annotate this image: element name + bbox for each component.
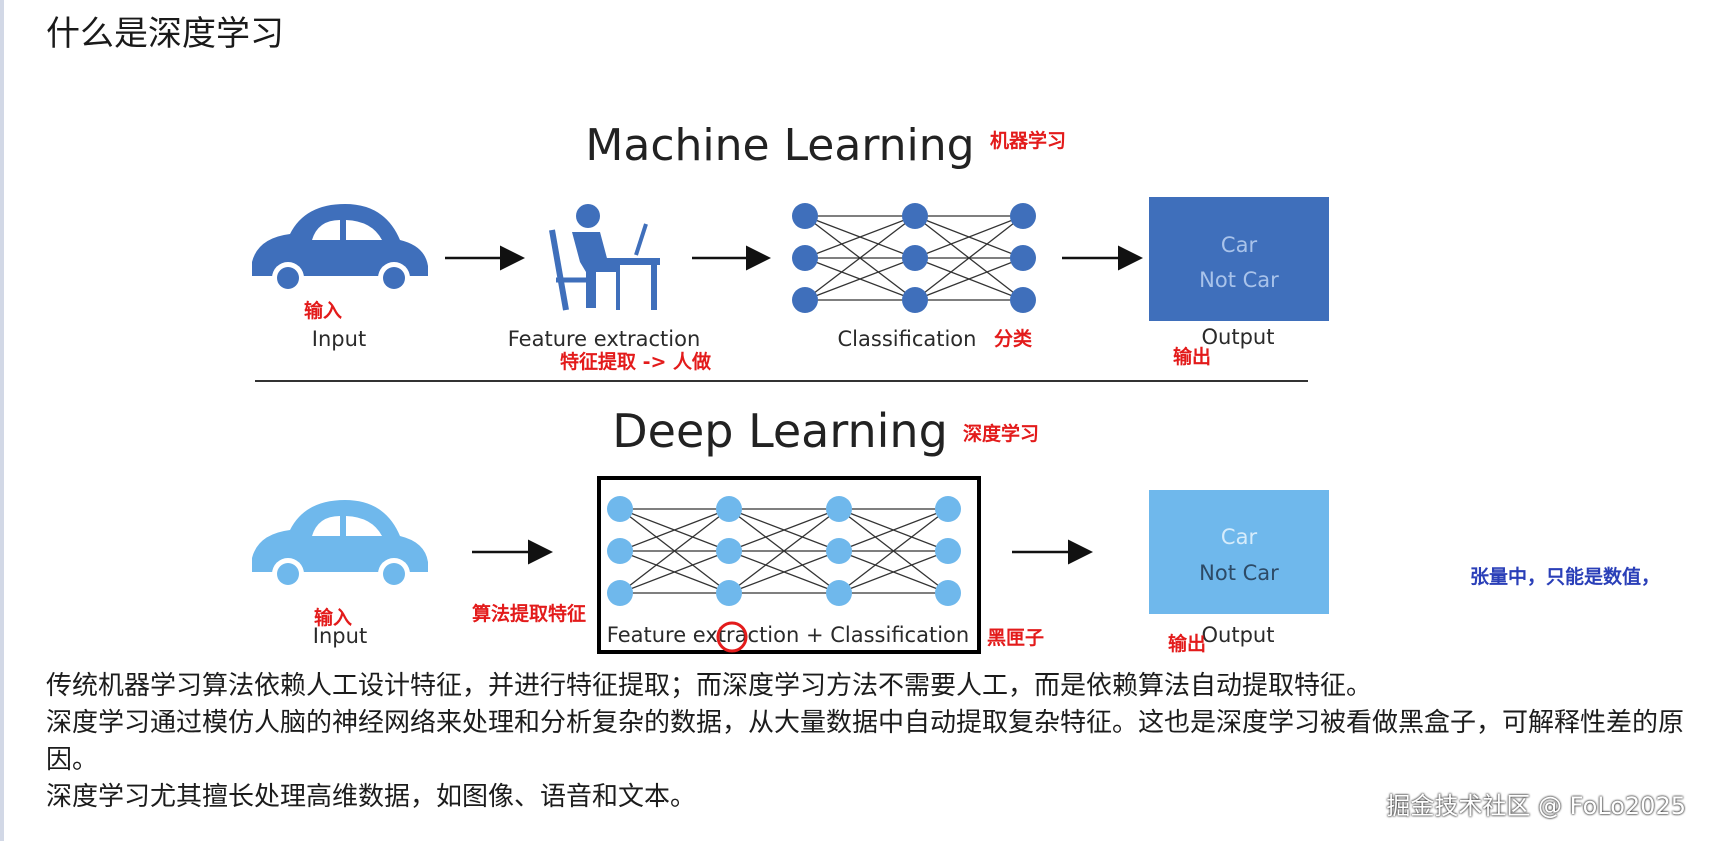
paragraph: 深度学习尤其擅长处理高维数据，如图像、语音和文本。 — [46, 782, 697, 812]
ml-input-cn: 输入 — [304, 299, 342, 322]
dl-box-line1: Car — [1221, 525, 1258, 549]
ml-feature-label: Feature extraction — [508, 327, 701, 351]
ml-box-line2: Not Car — [1199, 268, 1279, 292]
dl-neural-network-icon — [607, 496, 961, 606]
dl-heading-cn: 深度学习 — [963, 422, 1039, 445]
ml-heading: Machine Learning — [585, 120, 974, 171]
person-at-desk-icon — [549, 204, 660, 311]
dl-output-box — [1149, 490, 1329, 614]
dl-algo-cn: 算法提取特征 — [472, 602, 586, 625]
dl-output-label: Output — [1202, 623, 1275, 647]
paragraph: 深度学习通过模仿人脑的神经网络来处理和分析复杂的数据，从大量数据中自动提取复杂特… — [46, 708, 1685, 775]
ml-feature-cn: 特征提取 -> 人做 — [560, 350, 711, 373]
dl-blackbox-cn: 黑匣子 — [987, 627, 1044, 649]
red-circle-annotation — [716, 621, 748, 653]
dl-heading: Deep Learning — [612, 404, 948, 458]
car-icon — [252, 500, 428, 590]
paragraph: 传统机器学习算法依赖人工设计特征，并进行特征提取；而深度学习方法不需要人工，而是… — [46, 671, 1373, 701]
ml-output-cn: 输出 — [1173, 345, 1211, 368]
dl-feature-class-label: Feature extraction + Classification — [607, 623, 969, 647]
ml-classification-label: Classification — [838, 327, 977, 351]
page-title: 什么是深度学习 — [46, 14, 284, 54]
ml-classification-cn: 分类 — [994, 327, 1032, 350]
ml-box-line1: Car — [1221, 233, 1258, 257]
dl-box-line2: Not Car — [1199, 561, 1279, 585]
side-note: 张量中，只能是数值， — [1470, 566, 1661, 588]
ml-heading-cn: 机器学习 — [990, 129, 1066, 152]
ml-neural-network-icon — [792, 203, 1036, 313]
dl-output-cn: 输出 — [1168, 632, 1206, 655]
car-icon — [252, 204, 428, 294]
watermark: 掘金技术社区 @ FoLo2025 — [1386, 792, 1686, 820]
ml-input-label: Input — [312, 327, 366, 351]
ml-output-box — [1149, 197, 1329, 321]
black-box-frame — [597, 476, 981, 654]
ml-output-label: Output — [1202, 325, 1275, 349]
left-edge-bar — [0, 0, 4, 841]
dl-input-cn: 输入 — [314, 606, 352, 629]
body-text: 传统机器学习算法依赖人工设计特征，并进行特征提取；而深度学习方法不需要人工，而是… — [46, 668, 1686, 816]
dl-input-label: Input — [313, 624, 367, 648]
